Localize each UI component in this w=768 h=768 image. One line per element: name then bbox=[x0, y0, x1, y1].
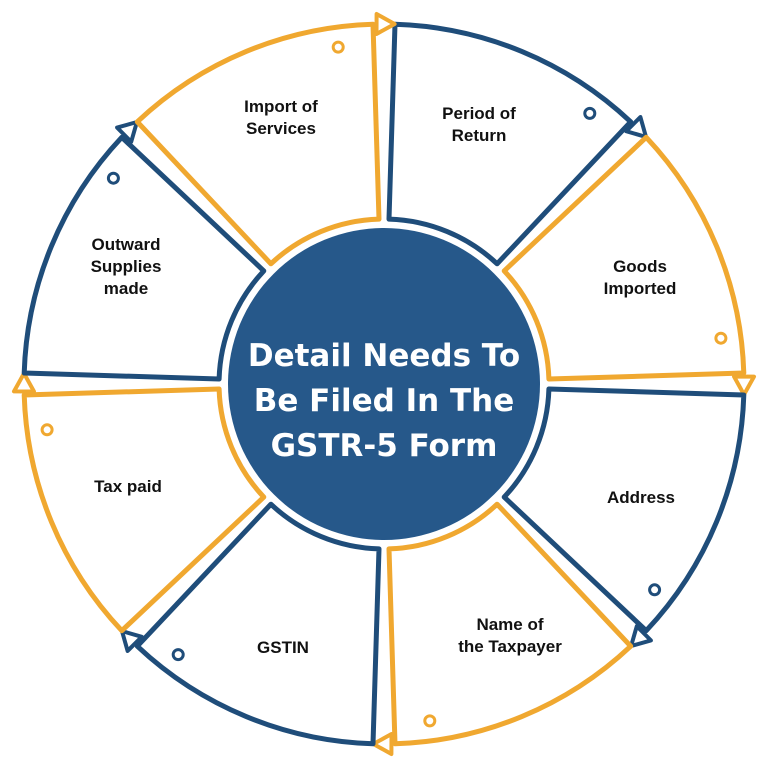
center-circle bbox=[228, 228, 540, 540]
segment-label-name-line-1: Name of bbox=[476, 615, 543, 634]
segment-label-outward-line-3: made bbox=[104, 279, 148, 298]
arrowhead-tax bbox=[12, 371, 36, 394]
segment-outline-name bbox=[386, 501, 634, 747]
center-title-line-2: Be Filed In The bbox=[254, 383, 515, 419]
center-layer: Detail Needs To Be Filed In The GSTR-5 F… bbox=[228, 228, 540, 540]
segment-label-gstin-line-1: GSTIN bbox=[257, 638, 309, 657]
arrowhead-name bbox=[371, 732, 394, 756]
segment-outline-goods bbox=[501, 134, 747, 382]
connector-dot-goods bbox=[714, 331, 728, 345]
segment-label-outward-line-2: Supplies bbox=[91, 257, 162, 276]
arrowhead-outward bbox=[115, 120, 139, 144]
segment-import: Import of Services bbox=[134, 12, 397, 267]
center-title-line-3: GSTR-5 Form bbox=[271, 428, 498, 464]
segment-label-outward-line-1: Outward bbox=[92, 235, 161, 254]
segment-label-period-line-1: Period of bbox=[442, 104, 516, 123]
arrowhead-period bbox=[624, 115, 648, 139]
connector-dot-tax bbox=[40, 423, 54, 437]
segment-label-address-line-1: Address bbox=[607, 488, 675, 507]
arrowhead-goods bbox=[732, 374, 756, 397]
connector-dot-period bbox=[583, 106, 597, 120]
arrowhead-address bbox=[629, 624, 653, 648]
segment-label-import-line-1: Import of bbox=[244, 97, 318, 116]
segment-address: Address bbox=[501, 386, 747, 648]
segment-label-name-line-2: the Taxpayer bbox=[458, 637, 562, 656]
center-title-line-1: Detail Needs To bbox=[248, 338, 520, 374]
segment-name: Name of the Taxpayer bbox=[371, 501, 634, 756]
segment-label-tax-line-1: Tax paid bbox=[94, 477, 162, 496]
segment-label-goods-line-1: Goods bbox=[613, 257, 667, 276]
segment-label-period-line-2: Return bbox=[452, 126, 507, 145]
segment-outline-tax bbox=[21, 386, 267, 634]
connector-dot-gstin bbox=[171, 648, 185, 662]
segment-tax: Tax paid bbox=[12, 371, 267, 634]
connector-dot-outward bbox=[106, 171, 120, 185]
arrowhead-gstin bbox=[120, 629, 144, 653]
arrowhead-import bbox=[374, 12, 397, 36]
segment-label-import-line-2: Services bbox=[246, 119, 316, 138]
segment-outline-outward bbox=[21, 134, 267, 382]
segment-outline-gstin bbox=[134, 501, 382, 747]
segment-outline-import bbox=[134, 21, 382, 267]
segment-gstin: GSTIN bbox=[120, 501, 382, 747]
segment-outline-address bbox=[501, 386, 747, 634]
segments-layer: Period ofReturnGoodsImportedAddressName … bbox=[12, 12, 756, 756]
segment-label-goods-line-2: Imported bbox=[604, 279, 677, 298]
connector-dot-name bbox=[423, 714, 437, 728]
segment-outline-period bbox=[386, 21, 634, 267]
connector-dot-address bbox=[648, 583, 662, 597]
segment-period: Period of Return bbox=[386, 21, 648, 267]
connector-dot-import bbox=[331, 40, 345, 54]
